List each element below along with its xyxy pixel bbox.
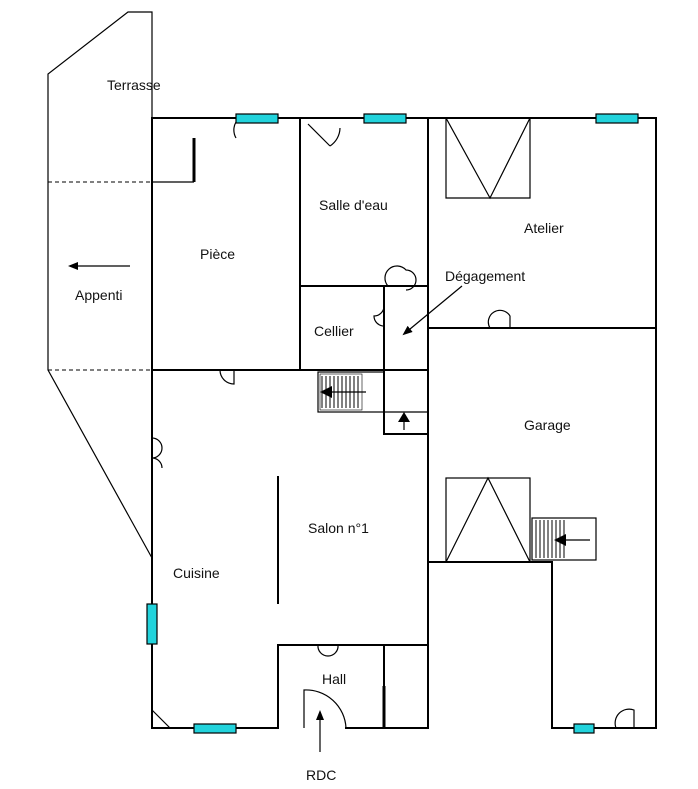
degagement-arrow-icon <box>402 285 463 336</box>
window-garage <box>573 723 595 734</box>
window-salle-d-eau <box>363 113 407 124</box>
door-piece-top <box>233 121 237 139</box>
room-label-appenti: Appenti <box>75 287 122 303</box>
atelier-fixture <box>445 117 531 200</box>
window-cuisine-bottom <box>193 723 237 734</box>
door-salon <box>219 369 235 385</box>
windows <box>146 113 639 734</box>
room-label-atelier: Atelier <box>524 220 564 236</box>
window-atelier <box>595 113 639 124</box>
door-garage <box>487 309 511 329</box>
walls <box>151 117 657 729</box>
room-label-salle-d-eau: Salle d'eau <box>319 197 388 213</box>
terrasse-outline <box>47 11 153 559</box>
door-salle-d-eau <box>307 123 341 147</box>
stairs-up-arrow <box>398 412 410 422</box>
room-label-terrasse: Terrasse <box>107 77 161 93</box>
room-label-cellier: Cellier <box>314 323 354 339</box>
window-piece <box>235 113 279 124</box>
garage-fixture <box>445 476 531 563</box>
level-label: RDC <box>306 767 336 783</box>
room-label-salon: Salon n°1 <box>308 520 369 536</box>
room-label-piece: Pièce <box>200 246 235 262</box>
door-salle-d-eau-bottom <box>384 265 417 291</box>
door-garage-bottom <box>614 708 635 729</box>
stairs-salon <box>317 371 410 430</box>
room-label-degagement: Dégagement <box>445 268 525 284</box>
door-cellier <box>373 305 385 327</box>
door-hall-inner <box>317 644 339 657</box>
room-label-garage: Garage <box>524 417 571 433</box>
room-label-cuisine: Cuisine <box>173 565 220 581</box>
window-cuisine-side <box>146 603 158 645</box>
stairs-garage <box>531 517 597 561</box>
room-label-hall: Hall <box>322 671 346 687</box>
door-cuisine <box>151 437 163 469</box>
door-entrance <box>303 689 347 729</box>
doors <box>151 121 635 729</box>
